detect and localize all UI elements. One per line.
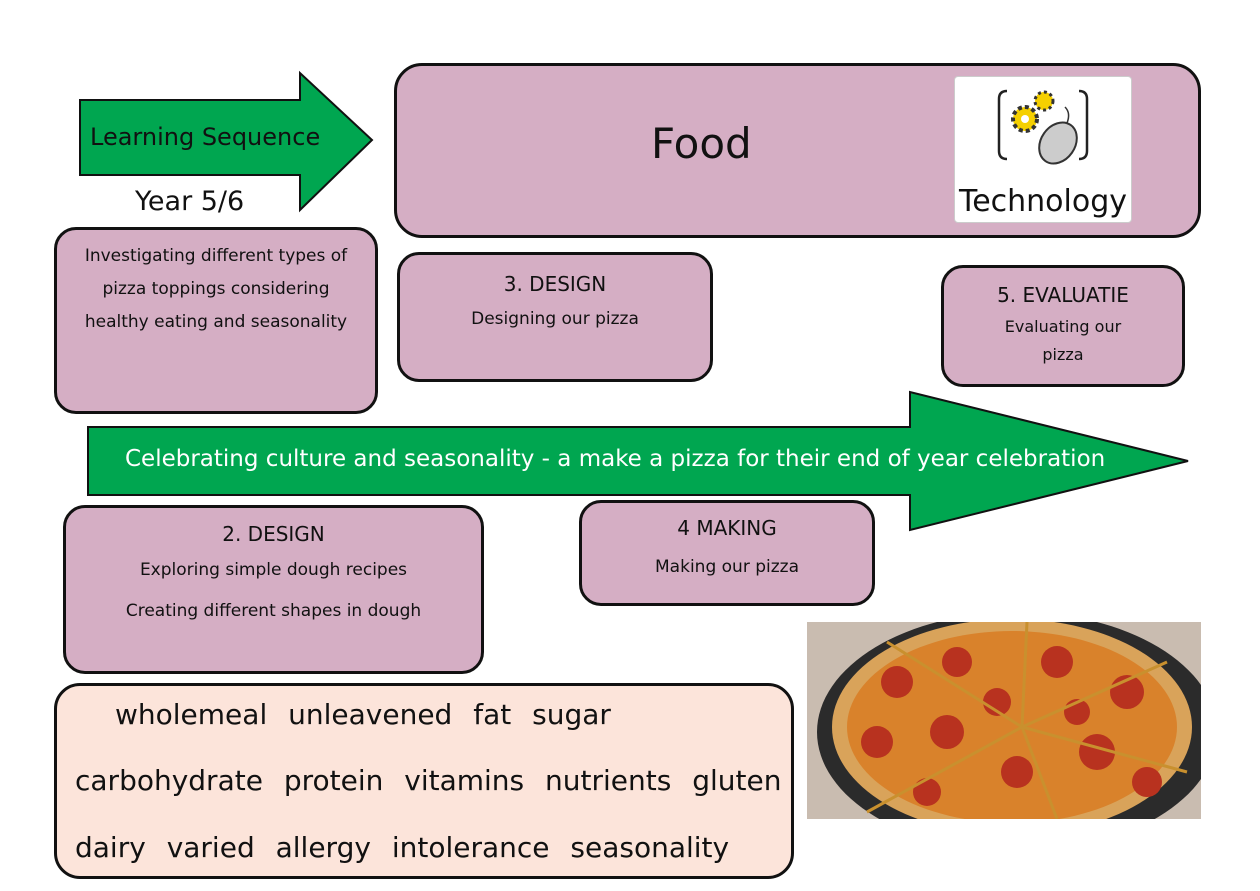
step-body: Exploring simple dough recipes [139, 560, 408, 580]
logo-text: Technology [958, 184, 1128, 219]
gears-mouse-icon [997, 89, 1089, 165]
sequence-label: Learning Sequence [90, 123, 321, 151]
pizza-image [807, 622, 1201, 819]
banner-arrow [87, 390, 1189, 532]
step-4-making: 4 MAKING Making our pizza [579, 500, 875, 606]
step-investigating: Investigating different types of pizza t… [54, 227, 378, 414]
step-2-design: 2. DESIGN Exploring simple dough recipes… [63, 505, 484, 674]
step-title: 5. EVALUATIE [997, 283, 1129, 307]
step-title: 4 MAKING [677, 516, 777, 540]
step-5-evaluate: 5. EVALUATIE Evaluating our pizza [941, 265, 1185, 387]
vocab-line: dairy varied allergy intolerance seasona… [75, 831, 730, 864]
vocab-line: wholemeal unleavened fat sugar [115, 698, 611, 731]
banner-text: Celebrating culture and seasonality - a … [125, 446, 1106, 472]
step-body: Designing our pizza [471, 309, 639, 329]
step-body: Investigating different types of pizza t… [84, 246, 348, 333]
pizza-picture [817, 622, 1201, 819]
learning-sequence-arrow [79, 70, 374, 213]
step-title: 3. DESIGN [503, 272, 607, 296]
subject-header: Food Technology [394, 63, 1201, 238]
step-title: 2. DESIGN [222, 522, 325, 546]
step-3-design: 3. DESIGN Designing our pizza [397, 252, 713, 382]
technology-logo: Technology [954, 76, 1132, 223]
vocab-line: carbohydrate protein vitamins nutrients … [75, 764, 782, 797]
step-body: Making our pizza [655, 557, 799, 577]
vocabulary-box: wholemeal unleavened fat sugar carbohydr… [54, 683, 794, 879]
step-body: Evaluating our pizza [1004, 317, 1122, 364]
year-label: Year 5/6 [135, 186, 245, 217]
step-body: Creating different shapes in dough [125, 600, 422, 621]
subject-title: Food [651, 119, 752, 168]
